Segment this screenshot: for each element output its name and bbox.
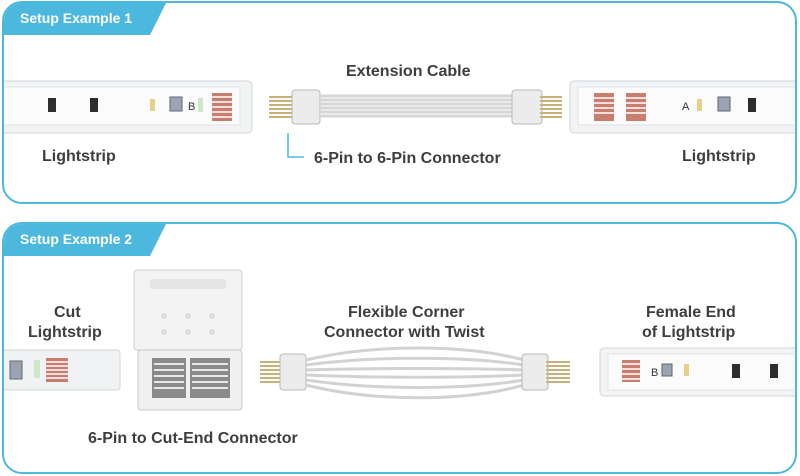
female-end-lightstrip-image: B [599,347,795,397]
cut-end-connector-image [133,269,243,411]
corner-connector-label-line1: Flexible Corner [348,304,465,321]
cut-lightstrip-image [4,349,121,391]
setup-example-1-tab: Setup Example 1 [4,3,168,35]
right-lightstrip-label: Lightstrip [682,148,756,165]
setup-example-2-illustration: B [4,269,795,411]
left-strip-mark-b: B [188,101,195,113]
cut-lightstrip-label-line2: Lightstrip [28,324,102,341]
connector-label: 6-Pin to 6-Pin Connector [314,150,501,167]
left-lightstrip-image: B [4,80,253,134]
connector-pointer-line [287,133,304,158]
cut-lightstrip-label-line1: Cut [54,304,81,321]
extension-cable-image [269,89,562,125]
setup-example-1-panel: Setup Example 1 B [2,1,797,204]
left-lightstrip-label: Lightstrip [42,148,116,165]
female-end-label-line1: Female End [646,304,736,321]
setup-example-2-tab: Setup Example 2 [4,224,168,256]
cut-end-connector-label: 6-Pin to Cut-End Connector [88,430,298,447]
setup-example-1-illustration: B [4,80,795,158]
female-strip-mark-b: B [651,367,658,379]
right-strip-mark-a: A [682,101,690,113]
right-lightstrip-image: A [569,80,795,134]
female-end-label-line2: of Lightstrip [642,324,736,341]
setup-example-2-panel: Setup Example 2 [2,222,797,474]
corner-connector-image [260,346,570,400]
corner-connector-label-line2: Connector with Twist [324,324,485,341]
extension-cable-label: Extension Cable [346,63,471,80]
